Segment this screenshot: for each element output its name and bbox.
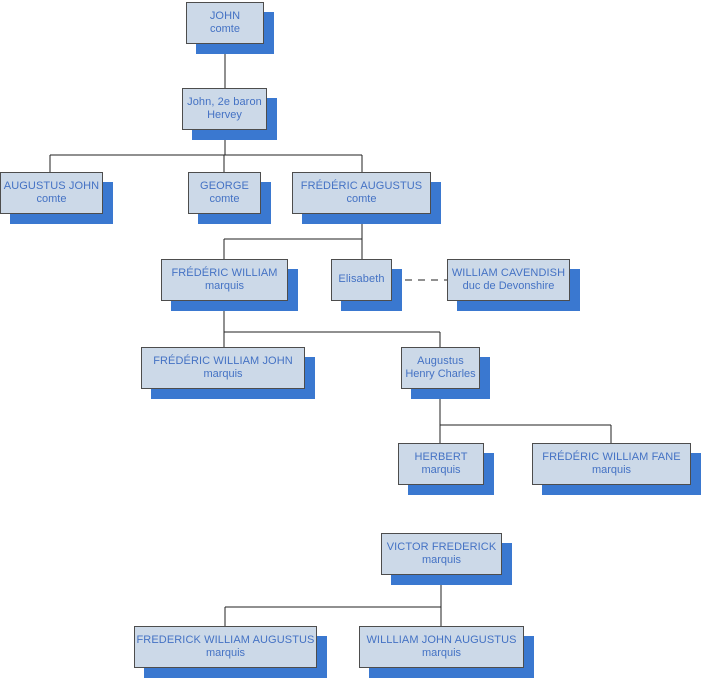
node-elisabeth[interactable]: Elisabeth [331,259,392,301]
node-title: marquis [203,368,243,380]
node-name: GEORGE [200,180,249,193]
node-name: FRÉDÉRIC WILLIAM [171,267,278,280]
node-name: FRÉDÉRIC WILLIAM JOHN [153,355,293,368]
node-title: marquis [591,464,632,476]
node-title: comte [210,23,240,35]
edge-fredwilliam-to-children [223,301,441,347]
edge-augustushc-to-children [439,389,612,443]
node-title: marquis [421,464,461,476]
node-title: duc de Devonshire [462,280,555,292]
node-name: JOHN [209,10,241,23]
node-title: comte [209,193,240,205]
node-title: Henry Charles [405,368,476,380]
node-title: marquis [205,647,246,659]
node-name: Elisabeth [338,273,385,286]
node-title: marquis [421,647,462,659]
edge-john2e-to-children [49,130,363,172]
node-title: marquis [204,280,245,292]
edge-victor-to-children [224,575,442,626]
node-name: Augustus [417,355,464,368]
node-name: FRÉDÉRIC WILLIAM FANE [542,451,681,464]
node-name: VICTOR FREDERICK [386,541,497,554]
node-title: comte [36,193,67,205]
node-title: comte [346,193,377,205]
node-name: AUGUSTUS JOHN [3,180,100,193]
node-name: John, 2e baron [187,96,262,109]
edge-fredaugustus-to-children [223,214,363,259]
node-title: marquis [421,554,462,566]
node-name: HERBERT [414,451,468,464]
node-name: FRÉDÉRIC AUGUSTUS [300,180,423,193]
node-name: WILLIAM CAVENDISH [451,267,566,280]
node-name: WILLLIAM JOHN AUGUSTUS [366,634,517,647]
node-title: Hervey [207,109,242,121]
node-name: FREDERICK WILLIAM AUGUSTUS [136,634,315,647]
